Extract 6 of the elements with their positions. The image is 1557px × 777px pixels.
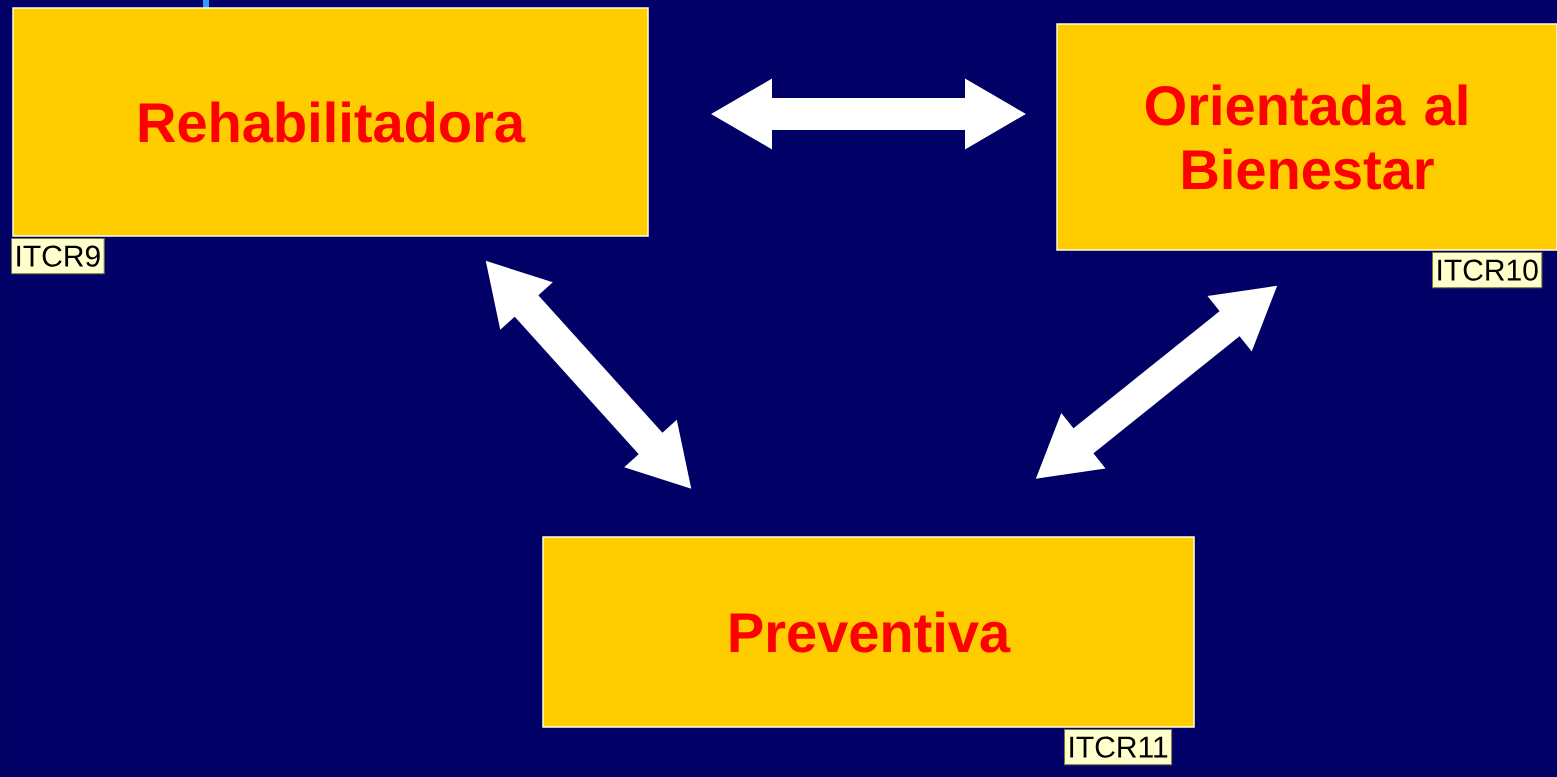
process-box: Orientada al Bienestar <box>1056 23 1557 251</box>
process-box: Rehabilitadora <box>12 7 649 237</box>
tag-label: ITCR10 <box>1432 252 1543 289</box>
tag-label: ITCR9 <box>11 238 105 275</box>
tag-label: ITCR11 <box>1064 729 1173 766</box>
process-box: Preventiva <box>542 536 1195 728</box>
